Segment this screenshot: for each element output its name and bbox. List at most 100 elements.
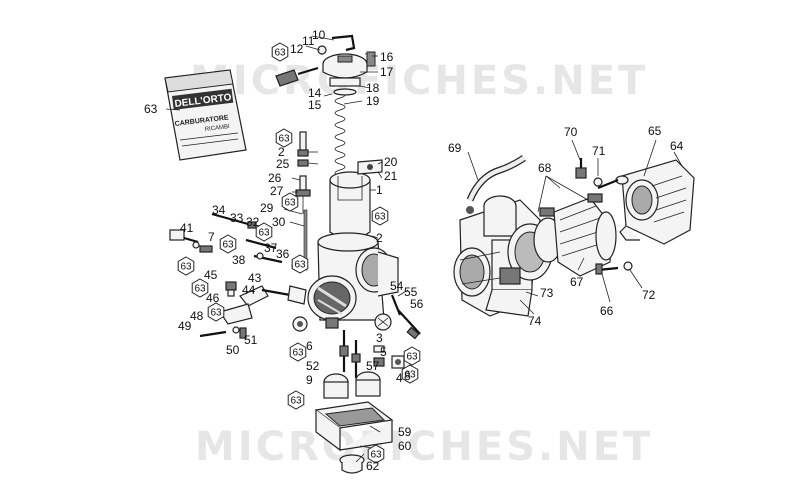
left-small-parts bbox=[169, 212, 308, 339]
right-small-parts bbox=[575, 158, 633, 275]
carb-body bbox=[291, 232, 421, 340]
hex-badge-label: 63 bbox=[180, 262, 192, 273]
label-10: 10 bbox=[312, 28, 326, 42]
label-19: 19 bbox=[366, 94, 380, 108]
vent-hose bbox=[466, 155, 526, 202]
label-70: 70 bbox=[564, 125, 578, 139]
intake-flange bbox=[597, 159, 695, 245]
hex-badge bbox=[207, 302, 225, 322]
hex-badge-label: 63 bbox=[370, 450, 382, 461]
label-15: 15 bbox=[308, 98, 322, 112]
hex-badge-label: 63 bbox=[258, 228, 270, 239]
label-16: 16 bbox=[380, 50, 394, 64]
label-65: 65 bbox=[648, 124, 662, 138]
label-73: 73 bbox=[540, 286, 554, 300]
label-49: 49 bbox=[178, 319, 192, 333]
label-51: 51 bbox=[244, 333, 258, 347]
label-4: 4 bbox=[396, 371, 403, 385]
label-6: 6 bbox=[306, 339, 313, 353]
label-52: 52 bbox=[306, 359, 320, 373]
label-32: 32 bbox=[246, 215, 260, 229]
label-18: 18 bbox=[366, 81, 380, 95]
label-25: 25 bbox=[276, 157, 290, 171]
label-59: 59 bbox=[398, 425, 412, 439]
label-72: 72 bbox=[642, 288, 656, 302]
hex-badge-label: 63 bbox=[290, 396, 302, 407]
hex-badge bbox=[367, 444, 385, 464]
label-41: 41 bbox=[180, 221, 194, 235]
throttle-slide bbox=[329, 159, 383, 240]
package-line2: RICAMBI bbox=[205, 124, 231, 133]
label-54: 54 bbox=[390, 279, 404, 293]
label-60: 60 bbox=[398, 439, 412, 453]
watermark-top: MICROFICHES.NET bbox=[190, 58, 649, 104]
hex-badge-label: 63 bbox=[274, 48, 286, 59]
label-71: 71 bbox=[592, 144, 606, 158]
label-9: 9 bbox=[306, 373, 313, 387]
hex-badge-label: 63 bbox=[284, 198, 296, 209]
hex-badge bbox=[371, 206, 389, 226]
label-37: 37 bbox=[264, 241, 278, 255]
label-26: 26 bbox=[268, 171, 282, 185]
top-cap-assembly bbox=[275, 34, 376, 87]
label-74: 74 bbox=[528, 314, 542, 328]
label-29: 29 bbox=[260, 201, 274, 215]
label-1: 1 bbox=[376, 183, 383, 197]
label-62: 62 bbox=[366, 459, 380, 473]
label-7: 7 bbox=[208, 230, 215, 244]
label-68: 68 bbox=[538, 161, 552, 175]
label-5: 5 bbox=[380, 345, 387, 359]
hex-badge-label: 63 bbox=[294, 260, 306, 271]
hex-badge-label: 63 bbox=[292, 348, 304, 359]
label-44: 44 bbox=[242, 283, 256, 297]
label-33: 33 bbox=[230, 211, 244, 225]
hex-badge bbox=[219, 234, 237, 254]
label-36: 36 bbox=[276, 247, 290, 261]
hex-badge bbox=[291, 254, 309, 274]
label-2-upper: 2 bbox=[278, 145, 285, 159]
label-14: 14 bbox=[308, 86, 322, 100]
part-labels: 63 10 12 11 16 17 18 14 15 19 2 25 26 27… bbox=[144, 28, 684, 473]
hex-badge bbox=[275, 128, 293, 148]
label-38: 38 bbox=[232, 253, 246, 267]
hex-badge-label: 63 bbox=[210, 308, 222, 319]
label-50: 50 bbox=[226, 343, 240, 357]
hex-badge-label: 63 bbox=[194, 284, 206, 295]
hex-badge-label: 63 bbox=[406, 352, 418, 363]
right-carb-assembly bbox=[453, 195, 553, 317]
label-27: 27 bbox=[270, 184, 284, 198]
watermark-bottom: MICROFICHES.NET bbox=[195, 424, 654, 470]
label-3: 3 bbox=[376, 331, 383, 345]
label-20: 20 bbox=[384, 155, 398, 169]
label-17: 17 bbox=[380, 65, 394, 79]
hex-badge bbox=[281, 192, 299, 212]
hex-badge-label: 63 bbox=[222, 240, 234, 251]
hex-badge bbox=[271, 42, 289, 62]
parts-package: DELL'ORTO CARBURATORE RICAMBI bbox=[164, 69, 247, 161]
hex-badge-label: 63 bbox=[374, 212, 386, 223]
label-67: 67 bbox=[570, 275, 584, 289]
label-56: 56 bbox=[410, 297, 424, 311]
label-55: 55 bbox=[404, 285, 418, 299]
label-64: 64 bbox=[670, 139, 684, 153]
hex-badge bbox=[255, 222, 273, 242]
hex-badge-label: 63 bbox=[404, 370, 416, 381]
hex-badge bbox=[287, 390, 305, 410]
label-45: 45 bbox=[204, 268, 218, 282]
label-21: 21 bbox=[384, 169, 398, 183]
label-66: 66 bbox=[600, 304, 614, 318]
float-bowl-assembly bbox=[314, 330, 405, 474]
hex-badge bbox=[177, 256, 195, 276]
label-57: 57 bbox=[366, 359, 380, 373]
label-8: 8 bbox=[404, 369, 411, 383]
label-12: 12 bbox=[290, 42, 304, 56]
intake-manifold bbox=[533, 193, 617, 277]
label-48: 48 bbox=[190, 309, 204, 323]
label-69: 69 bbox=[448, 141, 462, 155]
label-30: 30 bbox=[272, 215, 286, 229]
label-63-package: 63 bbox=[144, 102, 158, 116]
label-11: 11 bbox=[302, 34, 315, 48]
